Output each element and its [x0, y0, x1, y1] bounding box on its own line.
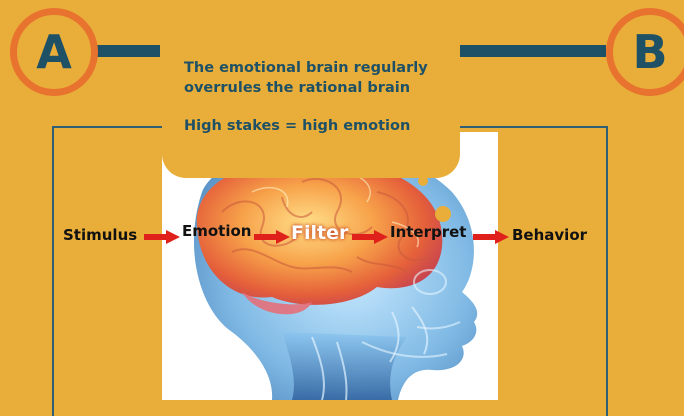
flow-step-emotion: Emotion: [182, 222, 251, 240]
flow-step-behavior: Behavior: [512, 226, 587, 244]
arrow-icon: [352, 230, 388, 244]
marker-a-label: A: [36, 29, 72, 75]
arrow-icon: [254, 230, 290, 244]
marker-a-circle: A: [10, 8, 98, 96]
callout-text: The emotional brain regularly overrules …: [184, 58, 444, 136]
flow-step-stimulus: Stimulus: [63, 226, 137, 244]
left-connector-line: [96, 45, 160, 57]
flow-step-filter: Filter: [291, 222, 348, 244]
right-connector-line: [460, 45, 606, 57]
bubble-tail-dot-small: [418, 176, 428, 186]
callout-line-2: overrules the rational brain: [184, 78, 444, 98]
callout-line-3: High stakes = high emotion: [184, 116, 444, 136]
flow-step-interpret: Interpret: [390, 223, 466, 241]
marker-b-label: B: [632, 29, 667, 75]
callout-line-1: The emotional brain regularly: [184, 58, 444, 78]
arrow-icon: [144, 230, 180, 244]
marker-b-circle: B: [606, 8, 684, 96]
arrow-icon: [473, 230, 509, 244]
process-flow: Stimulus Emotion Filter Interpret Behavi…: [0, 220, 684, 254]
